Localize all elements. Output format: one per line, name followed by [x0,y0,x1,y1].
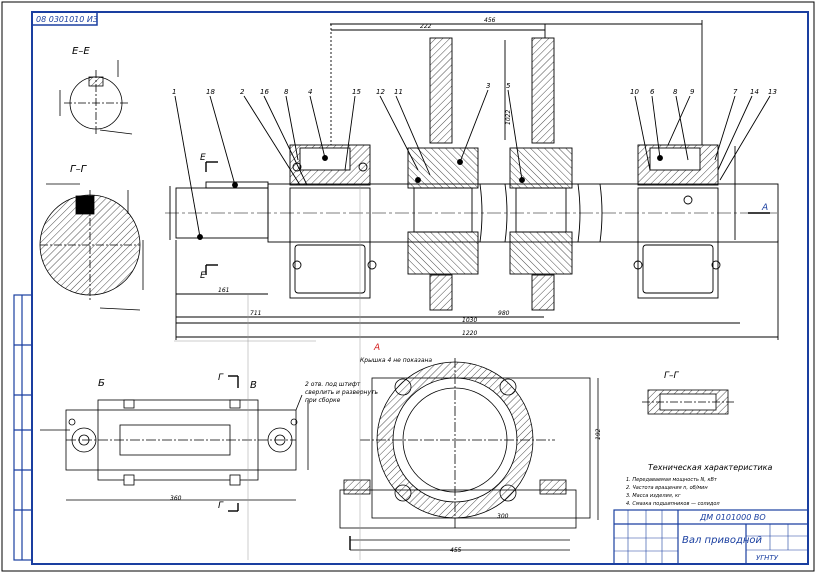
pos-16: 16 [260,88,269,96]
pos-14: 14 [750,88,759,96]
sheet-frame [31,11,809,565]
dim-h2: 192 [595,428,602,440]
section-e-label: Е–Е [72,46,90,57]
view-g-small-label: Г–Г [664,371,680,381]
pos-15: 15 [352,88,361,96]
pos-10: 10 [630,88,639,96]
title-block [613,509,809,565]
section-markers: Е Е Г Г А [200,153,770,550]
pos-6: 6 [650,88,655,96]
title-doc-code: ДМ 0101000 ВО [699,513,766,522]
tech-characteristics: Техническая характеристика 1. Передаваем… [626,463,773,507]
view-v-label: В [250,380,257,391]
view-b-note: В 2 отв. под штифт сверлить и развернуть… [250,380,378,404]
view-a-label: А [373,343,380,353]
pos-11: 11 [394,88,403,96]
view-a: А Крышка 4 не показана [174,185,599,560]
tech-item-3: 3. Масса изделия, кг [626,493,681,499]
dim-view-b: 360 [170,495,182,502]
pos-18: 18 [206,88,215,96]
mark-g1: Г [218,373,224,383]
dim-d2: 711 [250,310,261,317]
view-a-note: Крышка 4 не показана [360,357,432,364]
pos-3: 3 [486,82,490,90]
view-b: Б [40,378,309,501]
title-name: Вал приводной [682,535,763,546]
tech-item-4: 4. Смазка подшипников — солидол [626,501,720,507]
view-b-label: Б [98,378,105,389]
doc-code-stamp-text: 08 0301010 ИЗ [36,15,98,24]
dim-view-v2: 455 [450,547,462,554]
position-numbers: 1 18 2 16 8 4 15 12 11 3 5 10 6 8 9 7 14… [172,82,777,96]
dimension-values: 222 456 161 711 980 1030 1220 360 300 45… [170,17,602,554]
pos-12: 12 [376,88,385,96]
view-g-small: Г–Г [642,371,736,415]
title-block-text: ДМ 0101000 ВО Вал приводной УГНТУ [682,513,779,562]
dim-d4: 1030 [462,317,477,324]
dim-d1: 161 [218,287,229,294]
title-org: УГНТУ [756,554,779,562]
section-e-e: Е–Е [59,46,133,136]
pos-8: 8 [284,88,289,96]
main-assembly [165,20,779,340]
pos-7: 7 [733,88,738,96]
filing-strip [13,294,33,561]
section-g-label: Г–Г [70,164,88,175]
dim-top-1: 222 [420,23,432,30]
tech-item-1: 1. Передаваемая мощность N, кВт [626,477,718,483]
mark-a: А [761,203,768,213]
dim-d3: 980 [498,310,510,317]
section-g-g: Г–Г [39,164,144,311]
dim-top-2: 456 [484,17,496,24]
pos-13: 13 [768,88,777,96]
pos-2: 2 [240,88,245,96]
mark-g2: Г [218,501,224,511]
mark-e1: Е [200,153,206,163]
mark-e2: Е [200,271,206,281]
tech-item-2: 2. Частота вращения n, об/мин [626,485,708,491]
pos-5: 5 [506,82,511,90]
view-b-note-1: 2 отв. под штифт [305,381,361,388]
tech-title: Техническая характеристика [648,463,773,472]
pos-9: 9 [690,88,695,96]
pos-8b: 8 [673,88,678,96]
pos-1: 1 [172,88,176,96]
dim-h1: 1022 [505,110,512,125]
view-b-note-2: сверлить и развернуть [305,389,378,396]
dim-d5: 1220 [462,330,477,337]
doc-code-stamp: 08 0301010 ИЗ [31,11,98,26]
dim-view-v1: 300 [497,513,509,520]
pos-4: 4 [308,88,312,96]
view-b-note-3: при сборке [305,397,341,404]
